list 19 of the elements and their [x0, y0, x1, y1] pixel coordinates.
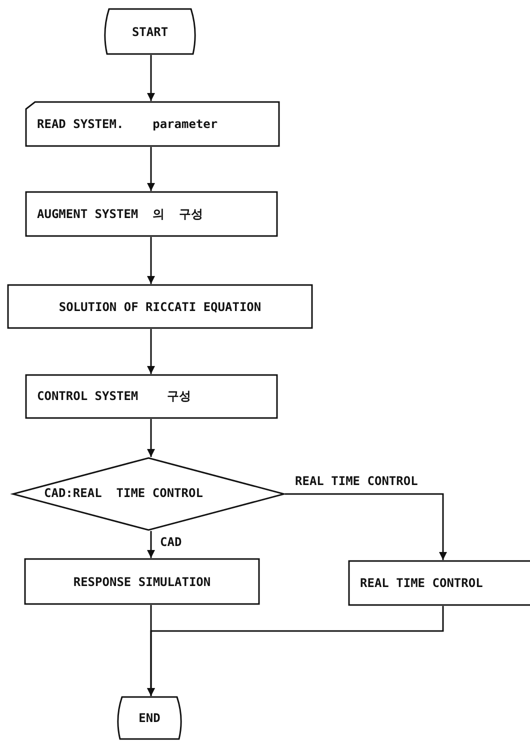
terminal-box: START: [103, 8, 197, 55]
arrow: [147, 531, 155, 558]
arrow: [147, 237, 155, 284]
edge-label: CAD: [158, 535, 184, 549]
terminal-box: END: [116, 696, 183, 740]
input-card: READ SYSTEM. parameter: [25, 101, 280, 147]
arrow: [147, 606, 444, 696]
process-box: AUGMENT SYSTEM 의 구성: [25, 191, 278, 237]
process-box: SOLUTION OF RICCATI EQUATION: [7, 284, 313, 329]
arrow: [285, 493, 447, 560]
arrow: [147, 55, 155, 101]
process-box: RESPONSE SIMULATION: [24, 558, 260, 605]
process-box: REAL TIME CONTROL: [348, 560, 530, 606]
arrow: [147, 419, 155, 457]
arrow: [147, 329, 155, 374]
process-box: CONTROL SYSTEM 구성: [25, 374, 278, 419]
arrow: [147, 147, 155, 191]
decision-diamond: CAD:REAL TIME CONTROL: [12, 457, 285, 531]
edge-label: REAL TIME CONTROL: [293, 474, 420, 488]
